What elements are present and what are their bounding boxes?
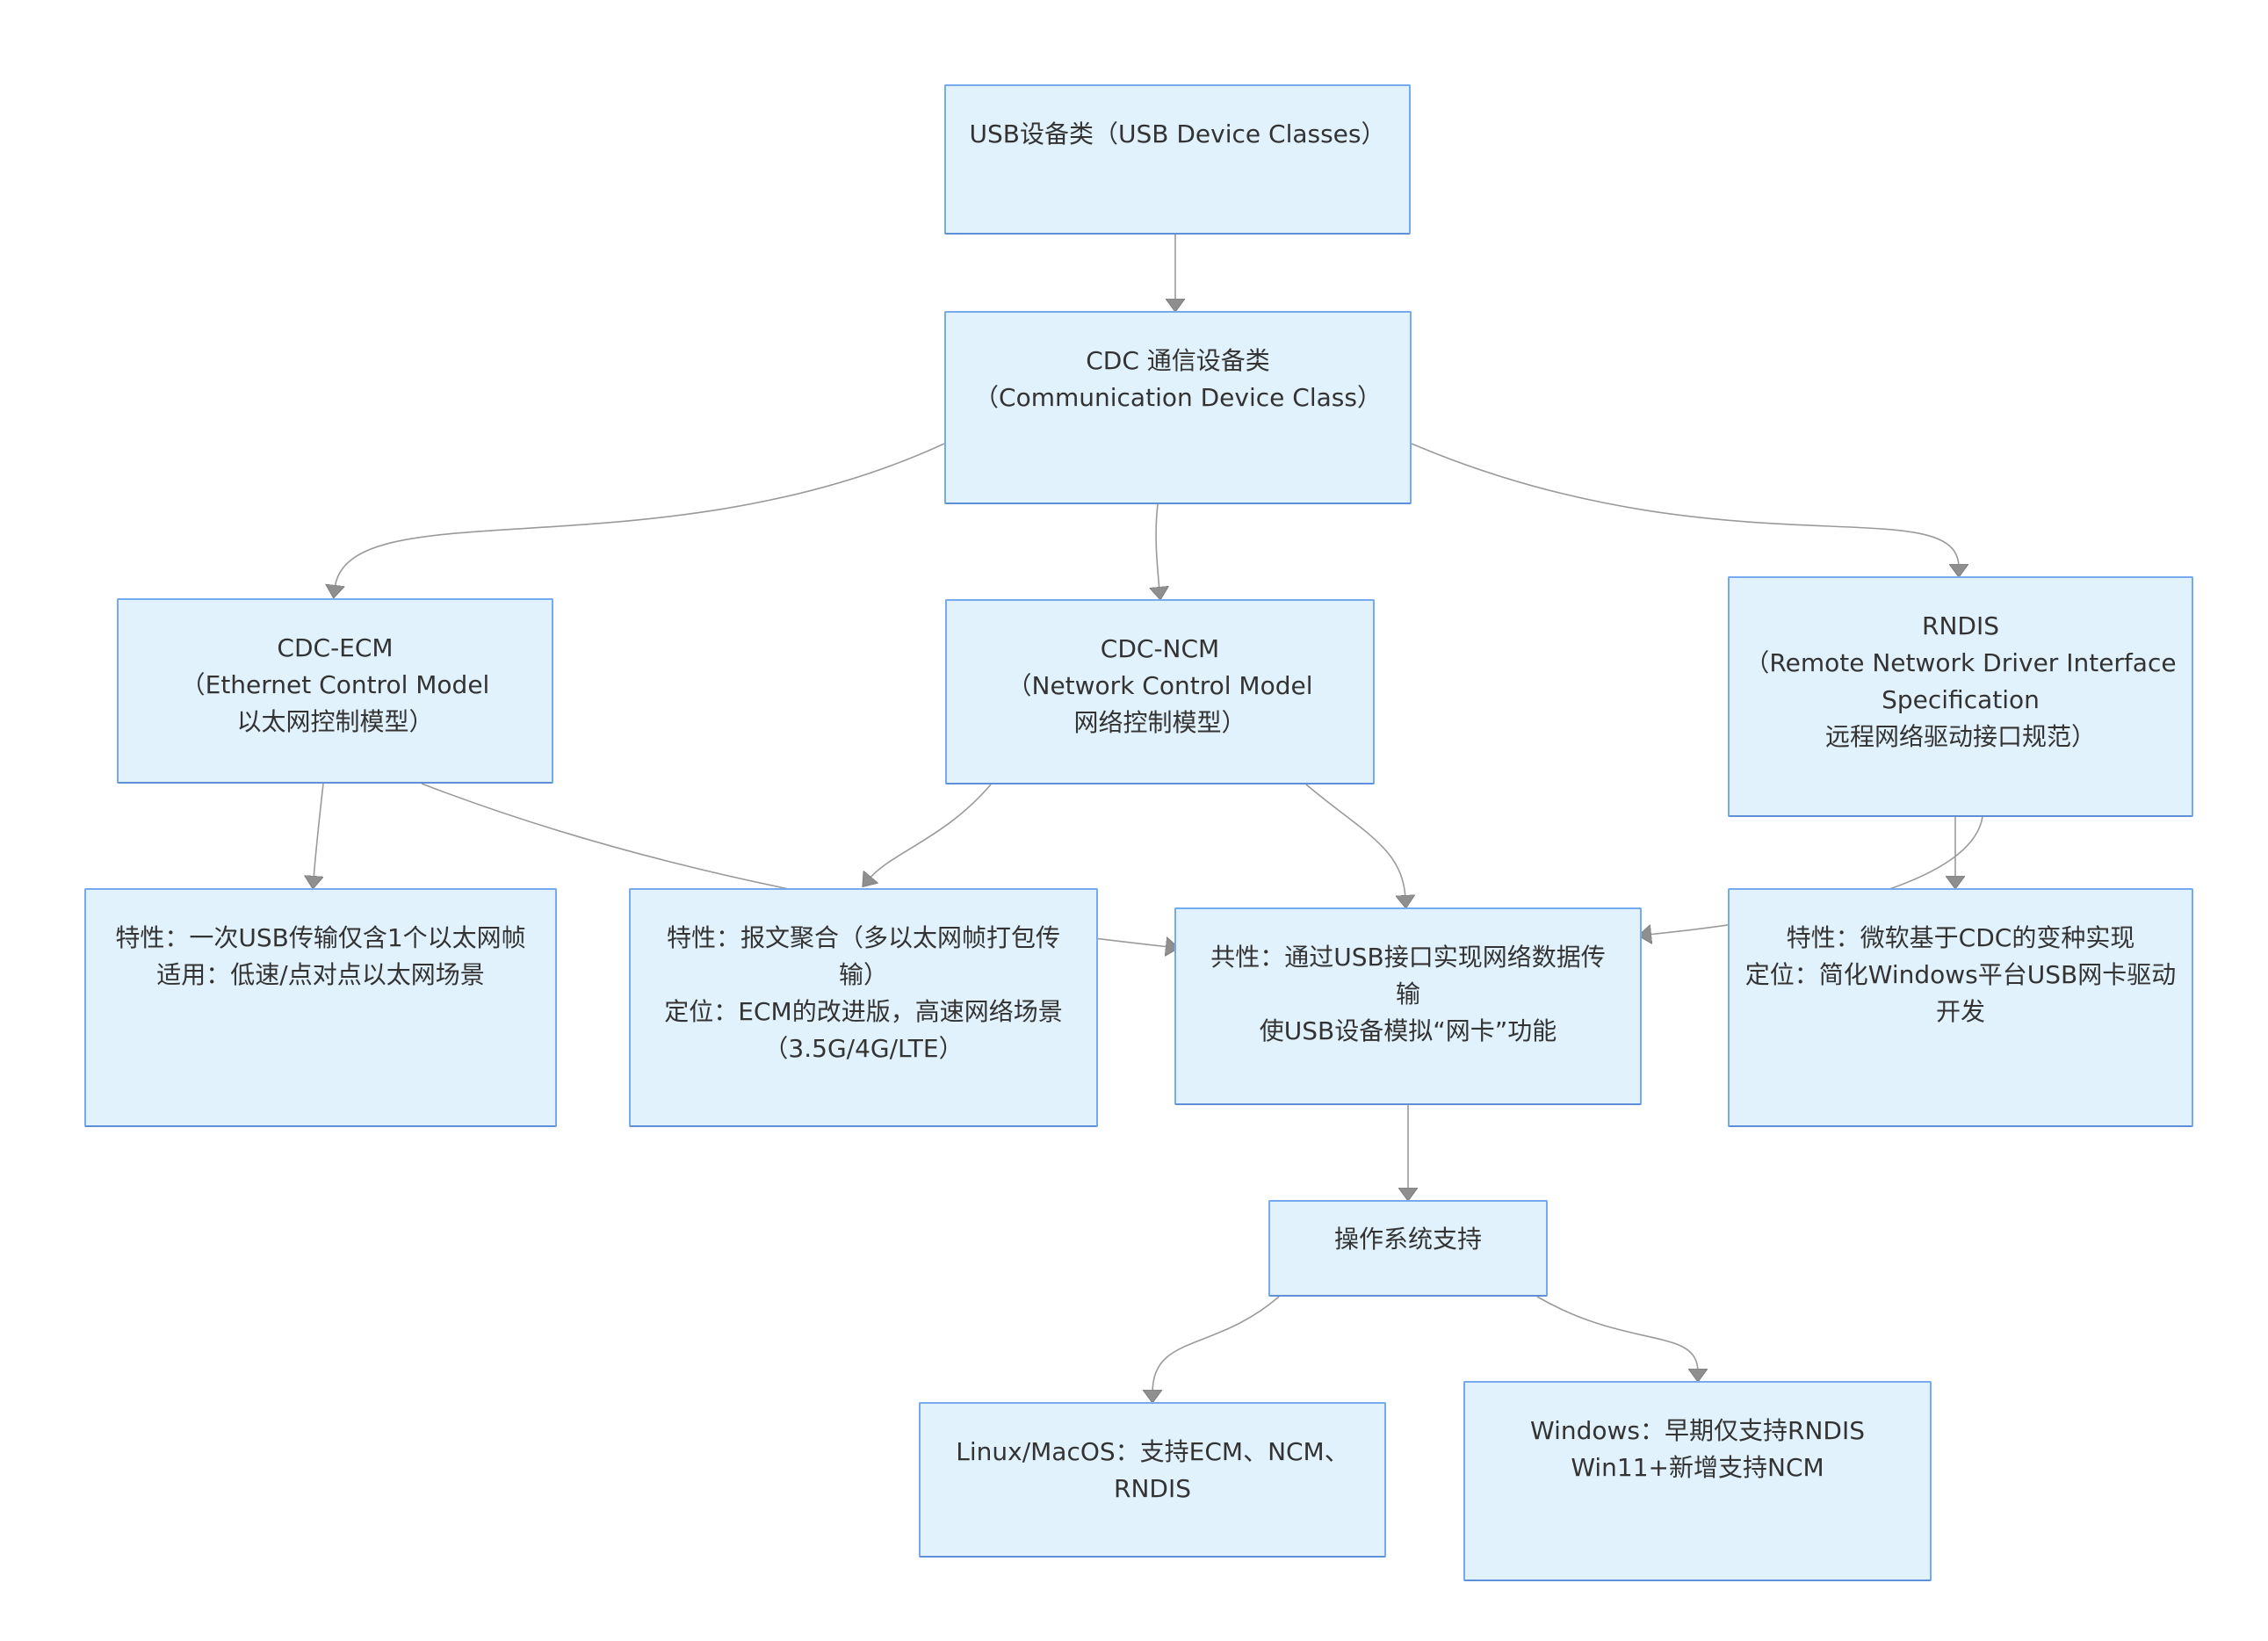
node-usb-device-classes: USB设备类（USB Device Classes） [944, 84, 1411, 235]
node-label-line: CDC-NCM [1100, 634, 1220, 663]
edge-cdc-to-ncm [1156, 503, 1159, 590]
edge-cdc-to-ecm [335, 443, 945, 589]
node-common-traits: 共性：通过USB接口实现网络数据传 输 使USB设备模拟“网卡”功能 [1174, 907, 1642, 1105]
node-label-line: CDC 通信设备类 [1086, 346, 1270, 375]
node-label-line: RNDIS [1114, 1474, 1191, 1503]
node-label-line: 共性：通过USB接口实现网络数据传 [1210, 943, 1606, 972]
node-label-line: 特性：报文聚合（多以太网帧打包传 [666, 923, 1060, 952]
node-label-line: 以太网控制模型） [236, 707, 434, 736]
node-rndis-features: 特性：微软基于CDC的变种实现 定位：简化Windows平台USB网卡驱动 开发 [1728, 888, 2193, 1127]
edge-os-to-linux [1152, 1296, 1280, 1393]
node-label-line: （3.5G/4G/LTE） [763, 1034, 964, 1063]
node-label-line: 输） [838, 960, 888, 989]
node-label-line: 适用：低速/点对点以太网场景 [156, 960, 485, 989]
node-label-line: RNDIS [1922, 611, 1999, 640]
node-cdc-ecm: CDC-ECM （Ethernet Control Model 以太网控制模型） [117, 598, 553, 784]
edge-ecm-to-ecm-feat [314, 783, 324, 879]
node-label-line: Specification [1882, 685, 2040, 714]
node-label-line: （Network Control Model [1007, 671, 1313, 700]
node-ecm-features: 特性：一次USB传输仅含1个以太网帧 适用：低速/点对点以太网场景 [84, 888, 557, 1127]
node-os-support: 操作系统支持 [1268, 1200, 1548, 1297]
node-label-line: （Communication Device Class） [974, 383, 1382, 412]
node-cdc-ncm: CDC-NCM （Network Control Model 网络控制模型） [945, 599, 1375, 784]
edge-ncm-to-common [1305, 784, 1405, 899]
node-label-line: 使USB设备模拟“网卡”功能 [1259, 1016, 1557, 1045]
node-label-line: USB设备类（USB Device Classes） [969, 119, 1386, 148]
node-label-line: 定位：ECM的改进版，高速网络场景 [664, 997, 1063, 1026]
node-windows-support: Windows：早期仅支持RNDIS Win11+新增支持NCM [1463, 1381, 1932, 1581]
node-label-line: 开发 [1935, 997, 1985, 1026]
node-linux-macos-support: Linux/MacOS：支持ECM、NCM、 RNDIS [919, 1402, 1386, 1558]
node-ncm-features: 特性：报文聚合（多以太网帧打包传 输） 定位：ECM的改进版，高速网络场景 （3… [629, 888, 1098, 1127]
node-label-line: 操作系统支持 [1333, 1225, 1482, 1254]
node-label-line: Linux/MacOS：支持ECM、NCM、 [956, 1437, 1349, 1466]
node-label-line: Windows：早期仅支持RNDIS [1530, 1416, 1865, 1445]
node-label-line: 网络控制模型） [1073, 708, 1246, 737]
edge-os-to-windows [1536, 1296, 1698, 1372]
node-label-line: Win11+新增支持NCM [1571, 1453, 1824, 1482]
node-label-line: （Ethernet Control Model [180, 670, 490, 699]
node-label-line: 特性：一次USB传输仅含1个以太网帧 [115, 923, 526, 952]
node-label-line: 定位：简化Windows平台USB网卡驱动 [1744, 960, 2177, 989]
edge-cdc-to-rndis [1411, 443, 1959, 567]
node-rndis: RNDIS （Remote Network Driver Interface S… [1728, 576, 2193, 817]
edge-ncm-to-ncm-feat [869, 784, 992, 879]
node-label-line: 远程网络驱动接口规范） [1824, 722, 2096, 751]
node-label-line: 输 [1395, 980, 1420, 1008]
node-label-line: 特性：微软基于CDC的变种实现 [1786, 923, 2135, 952]
node-label-line: （Remote Network Driver Interface [1744, 648, 2177, 677]
node-label-line: CDC-ECM [277, 633, 394, 662]
node-cdc: CDC 通信设备类 （Communication Device Class） [944, 311, 1412, 504]
